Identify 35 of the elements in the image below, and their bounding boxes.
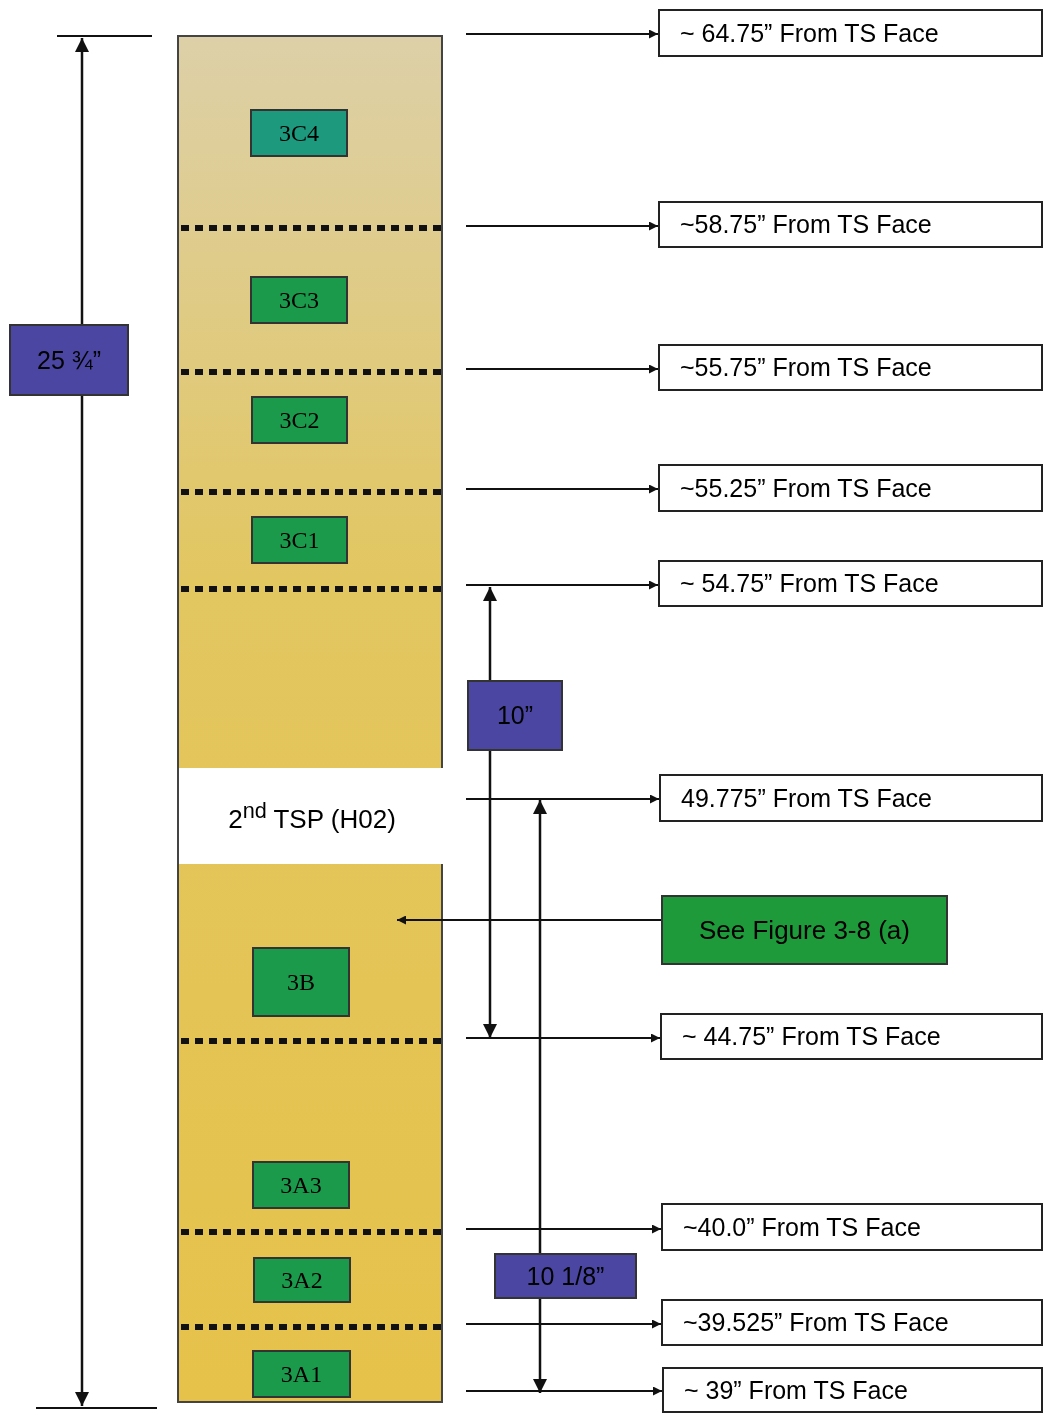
arrow xyxy=(465,1033,661,1043)
position-box: 49.775” From TS Face xyxy=(659,774,1043,822)
sample-label: 3C2 xyxy=(251,396,348,444)
arrow xyxy=(465,29,659,39)
position-box: ~58.75” From TS Face xyxy=(658,201,1043,248)
dimension-label: 25 ¾” xyxy=(9,324,129,396)
arrow xyxy=(465,1319,662,1329)
position-box: ~ 54.75” From TS Face xyxy=(658,560,1043,607)
sample-label: 3A1 xyxy=(252,1350,351,1398)
position-box: ~55.25” From TS Face xyxy=(658,464,1043,512)
arrow xyxy=(465,364,659,374)
tsp-band: 2$^{nd}$ TSP (H02) xyxy=(179,768,445,864)
position-box: ~40.0” From TS Face xyxy=(661,1203,1043,1251)
sample-column xyxy=(177,35,443,1403)
sample-label: 3A3 xyxy=(252,1161,350,1209)
sample-label: 3A2 xyxy=(253,1257,351,1303)
reference-box: See Figure 3-8 (a) xyxy=(661,895,948,965)
position-box: ~ 64.75” From TS Face xyxy=(658,9,1043,57)
arrow xyxy=(465,580,659,590)
dimension-label: 10 1/8” xyxy=(494,1253,637,1299)
dimension-label: 10” xyxy=(467,680,563,751)
arrow xyxy=(465,1386,663,1396)
arrow xyxy=(465,794,660,804)
sample-label: 3B xyxy=(252,947,350,1017)
sample-label: 3C1 xyxy=(251,516,348,564)
arrow xyxy=(465,484,659,494)
sample-label: 3C3 xyxy=(250,276,348,324)
position-box: ~39.525” From TS Face xyxy=(661,1299,1043,1346)
arrow xyxy=(396,915,662,925)
sample-label: 3C4 xyxy=(250,109,348,157)
arrow xyxy=(465,1224,662,1234)
position-box: ~ 44.75” From TS Face xyxy=(660,1013,1043,1060)
position-box: ~55.75” From TS Face xyxy=(658,344,1043,391)
arrow xyxy=(465,221,659,231)
position-box: ~ 39” From TS Face xyxy=(662,1367,1043,1413)
